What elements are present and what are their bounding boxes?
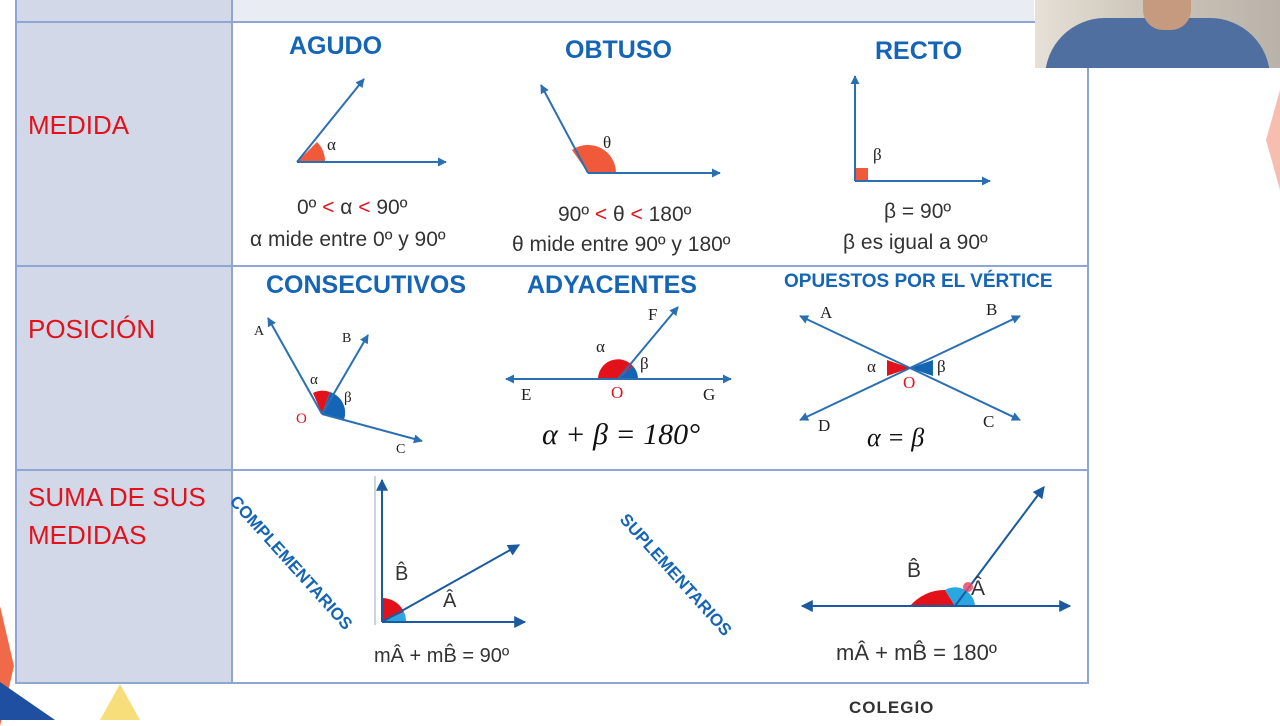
heading-recto: RECTO (875, 37, 963, 65)
label-b-hat-supplementary: B̂ (907, 559, 922, 582)
grid-line (15, 21, 1035, 23)
heading-agudo: AGUDO (289, 32, 383, 60)
point-c-vertical: C (983, 412, 995, 431)
supplementary-sum-formula: mÂ + mB̂ = 180º (836, 640, 997, 665)
point-b-consecutive: B (342, 331, 352, 346)
row-label-cell-medida (16, 22, 231, 265)
acute-angle-diagram (296, 78, 447, 167)
label-a-hat-complementary: Â (443, 590, 457, 612)
heading-adyacentes: ADYACENTES (527, 271, 697, 299)
right-angle-diagram (850, 75, 991, 186)
point-c-consecutive: C (396, 442, 406, 457)
grid-line (15, 682, 1088, 684)
complementary-sum-formula: mÂ + mB̂ = 90º (374, 645, 510, 667)
point-d-vertical: D (818, 416, 831, 435)
row-label-cell-posicion (16, 266, 231, 469)
consecutive-angles-diagram (267, 317, 423, 444)
row-label-posicion: POSICIÓN (28, 314, 156, 344)
label-alpha-acute: α (327, 135, 336, 154)
point-g-adjacent: G (703, 385, 716, 404)
grid-line (15, 265, 1088, 267)
complementary-angles-diagram (374, 476, 527, 628)
obtuse-angle-diagram (540, 84, 721, 178)
decor-triangle-blue (0, 682, 55, 720)
grid-line (1087, 68, 1089, 684)
point-e-adjacent: E (521, 385, 532, 404)
decor-triangle-yellow (100, 684, 140, 720)
row-label-medida: MEDIDA (28, 110, 130, 140)
vertex-o-adjacent: O (611, 383, 624, 402)
grid-line (231, 0, 233, 684)
alpha-adjacent: α (596, 337, 605, 356)
header-row-bg (232, 0, 1034, 22)
label-beta-right: β (873, 145, 882, 164)
row-label-suma-line2: MEDIDAS (28, 520, 147, 550)
label-a-hat-supplementary: Â (971, 577, 986, 600)
school-logo-text: COLEGIO (849, 698, 935, 717)
vertex-o-consecutive: O (296, 411, 307, 427)
point-f-adjacent: F (648, 305, 658, 324)
alpha-consecutive: α (310, 372, 318, 388)
decor-triangle-red-right (1266, 90, 1280, 190)
header-cell (16, 0, 231, 22)
grid-line (15, 469, 1088, 471)
vertex-o-vertical: O (903, 373, 916, 392)
acute-inequality: 0º < α < 90º (297, 196, 408, 219)
beta-adjacent: β (640, 354, 649, 373)
point-b-vertical: B (986, 300, 998, 319)
supplementary-angles-diagram (800, 486, 1072, 612)
vertical-equality-formula: α = β (867, 423, 925, 452)
label-theta-obtuse: θ (603, 133, 612, 152)
vertical-angles-diagram (799, 315, 1021, 421)
right-description: β es igual a 90º (843, 231, 988, 254)
beta-vertical: β (937, 357, 946, 376)
row-label-cell-suma (16, 470, 231, 682)
point-a-vertical: A (820, 303, 833, 322)
webcam-person-neck (1143, 0, 1191, 30)
obtuse-description: θ mide entre 90º y 180º (512, 233, 731, 256)
grid-line (15, 0, 17, 684)
heading-consecutivos: CONSECUTIVOS (266, 271, 467, 299)
label-b-hat-complementary: B̂ (395, 563, 409, 585)
adjacent-angles-diagram (505, 306, 732, 384)
obtuse-inequality: 90º < θ < 180º (558, 203, 692, 226)
heading-obtuso: OBTUSO (565, 36, 672, 64)
webcam-video (1035, 0, 1280, 68)
heading-opuestos: OPUESTOS POR EL VÉRTICE (784, 271, 1053, 292)
alpha-vertical: α (867, 357, 876, 376)
acute-description: α mide entre 0º y 90º (250, 228, 446, 251)
right-equality: β = 90º (884, 200, 952, 223)
beta-consecutive: β (344, 390, 352, 406)
point-a-consecutive: A (254, 324, 265, 339)
adjacent-sum-formula: α + β = 180° (542, 418, 701, 451)
row-label-suma-line1: SUMA DE SUS (28, 482, 206, 512)
